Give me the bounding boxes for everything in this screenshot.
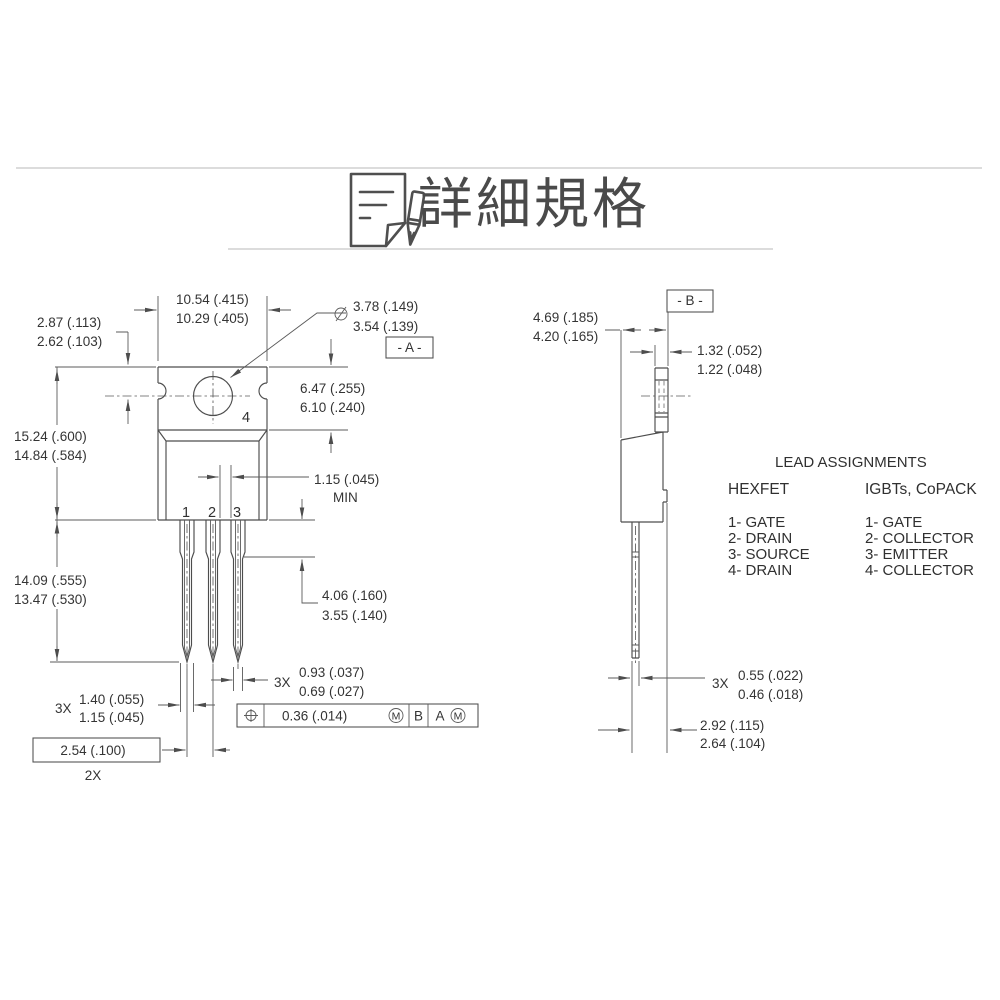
hexfet-pin-3: 3- SOURCE [728,546,810,563]
hexfet-pin-4: 4- DRAIN [728,562,792,579]
frame-datum2: A [435,709,444,724]
hexfet-pin-2: 2- DRAIN [728,530,792,547]
dim-lead-thickness-l1: 0.55 (.022) [738,668,803,683]
dim-hole-dia-l1: 3.78 (.149) [353,299,418,314]
dim-lead-length-l1: 14.09 (.555) [14,573,87,588]
page-title: 詳細規格 [418,173,651,235]
lead-3 [230,520,246,669]
dim-hole-dia-l2: 3.54 (.139) [353,319,418,334]
side-lead [631,522,640,659]
package-front-outline [157,366,268,521]
pin-3-label: 3 [233,505,241,521]
side-view: - B - 4.69 (.185) 4.20 (.165) 1.32 (.052… [533,289,803,753]
dim-tab-height-l1: 6.47 (.255) [300,381,365,396]
dim-lead-base-l2: 1.15 (.045) [79,710,144,725]
diameter-symbol [334,306,348,322]
dim-lead-width-l1: 0.93 (.037) [299,665,364,680]
title-band-bottom-rule [228,248,773,250]
section-title-row: 詳細規格 [341,171,647,255]
document-icon [349,172,407,248]
frame-tolerance: 0.36 (.014) [282,709,347,724]
dim-lead-offset-l2: 2.64 (.104) [700,736,765,751]
igbt-header: IGBTs, CoPACK [865,481,977,498]
frame-mod2: M [454,711,463,723]
dim-lead-width-l2: 0.69 (.027) [299,684,364,699]
dim-lead-offset-l1: 2.92 (.115) [700,718,764,733]
hole-dia-leader [230,312,346,378]
igbt-pin-1: 1- GATE [865,514,922,531]
dim-lead-thickness-l2: 0.46 (.018) [738,687,803,702]
hidden-hole-lines [658,381,665,412]
mmc-symbol [450,708,466,723]
dim-tab-thickness-l1: 1.32 (.052) [697,343,762,358]
datum-a-box [385,336,434,359]
dim-body-height-l2: 14.84 (.584) [14,448,87,463]
dim-pitch-qty: 2X [85,768,102,783]
mmc-symbol [388,708,404,723]
document-pen-icon [349,172,426,248]
lead-1 [179,520,195,669]
pitch-dim-box [32,737,161,763]
dim-gap-min-l1: 1.15 (.045) [314,472,379,487]
lead-assignments: LEAD ASSIGNMENTS HEXFET IGBTs, CoPACK 1-… [728,454,977,579]
dim-pitch-value: 2.54 (.100) [60,743,125,758]
true-position-frame [236,703,479,728]
dim-gap-min-l2: MIN [333,490,358,505]
dim-hole-offset-l1: 2.87 (.113) [37,315,101,330]
dim-tab-width-l2: 10.29 (.405) [176,311,249,326]
mounting-hole [192,375,234,417]
dim-lead-base-qty: 3X [55,701,72,716]
hole-centerlines [105,371,250,424]
igbt-pin-2: 2- COLLECTOR [865,530,974,547]
dim-depth-l1: 4.69 (.185) [533,310,598,325]
dim-depth-l2: 4.20 (.165) [533,329,598,344]
hexfet-pin-1: 1- GATE [728,514,785,531]
igbt-pin-3: 3- EMITTER [865,546,949,563]
igbt-pin-4: 4- COLLECTOR [865,562,974,579]
package-side-outline [620,367,669,523]
dim-hole-offset-l2: 2.62 (.103) [37,334,102,349]
dim-shoulder-l1: 4.06 (.160) [322,588,387,603]
dim-tab-width-l1: 10.54 (.415) [176,292,249,307]
dim-lead-thickness-qty: 3X [712,676,729,691]
dim-tab-height-l2: 6.10 (.240) [300,400,365,415]
front-view: 10.54 (.415) 10.29 (.405) 2.87 (.113) 2.… [12,292,479,783]
frame-mod1: M [392,711,401,723]
dim-shoulder-l2: 3.55 (.140) [322,608,387,623]
lead-assignments-title: LEAD ASSIGNMENTS [775,454,927,471]
dim-lead-width-qty: 3X [274,675,291,690]
frame-datum1: B [414,709,423,724]
position-symbol [244,709,258,722]
pin-4-label: 4 [242,410,250,426]
pin-1-label: 1 [182,505,190,521]
title-band-top-rule [16,167,982,169]
dim-body-height-l1: 15.24 (.600) [14,429,87,444]
dim-tab-thickness-l2: 1.22 (.048) [697,362,762,377]
pen-icon [406,190,426,246]
pin-2-label: 2 [208,505,216,521]
lead-2 [205,520,221,669]
datum-a-label: - A - [397,340,421,355]
dim-lead-base-l1: 1.40 (.055) [79,692,144,707]
hexfet-header: HEXFET [728,481,790,498]
dim-lead-length-l2: 13.47 (.530) [14,592,87,607]
datum-b-label: - B - [677,293,703,308]
datum-b-box [666,289,714,313]
